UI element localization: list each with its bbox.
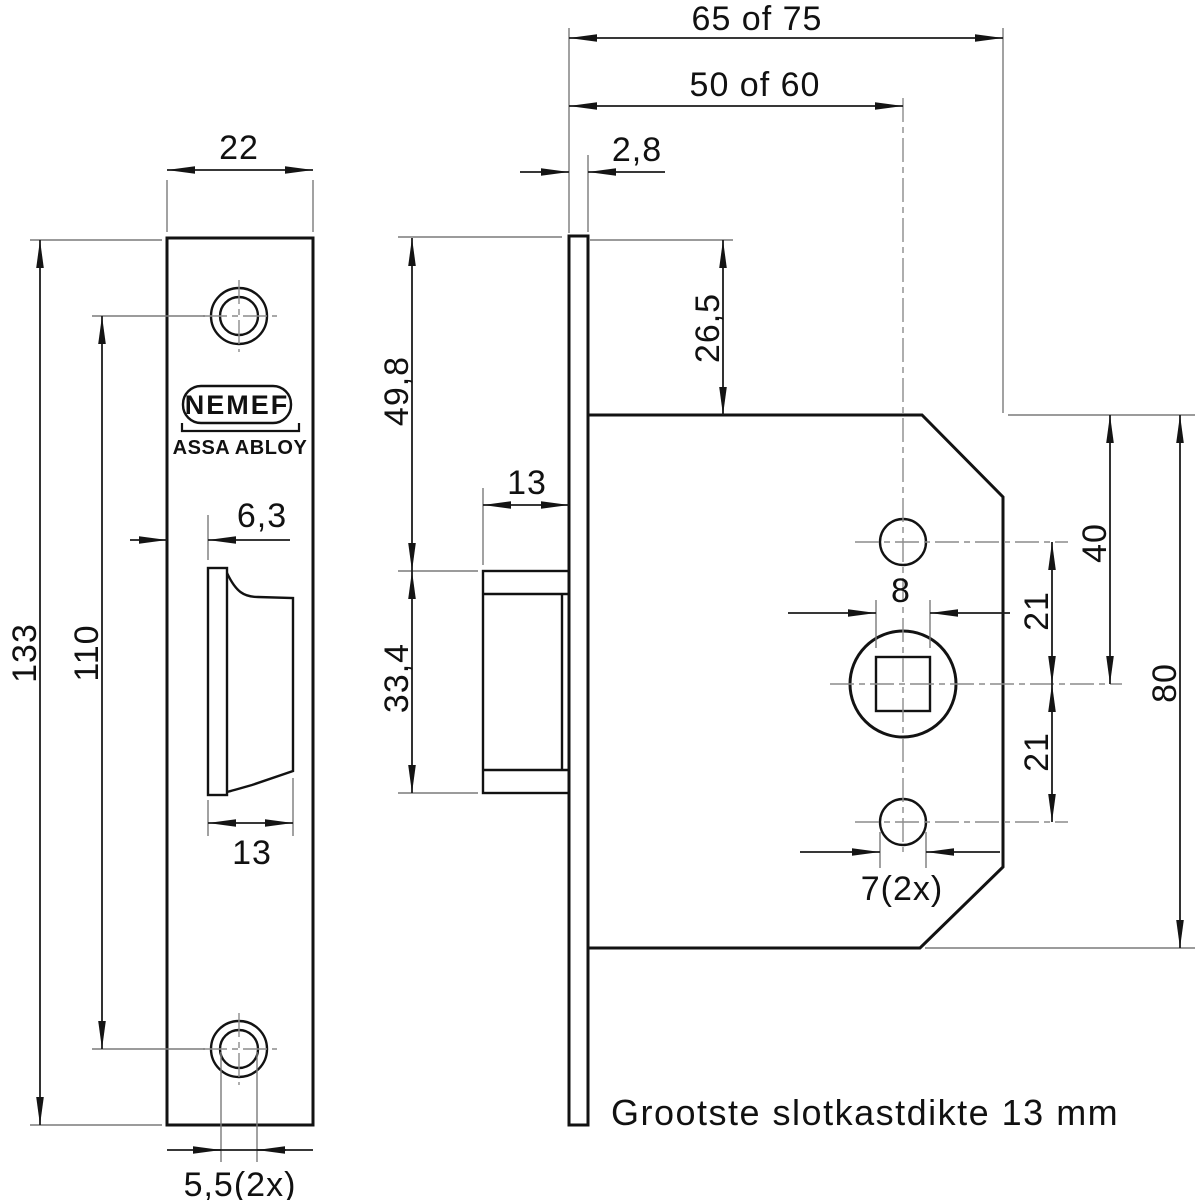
dim-case-top-to-spindle: 40 — [1076, 523, 1114, 563]
latch-face-strip — [206, 566, 229, 797]
latch-body-profile — [225, 572, 295, 794]
dim-case-top-offset: 26,5 — [689, 293, 727, 363]
dim-latch-case-height: 33,4 — [378, 643, 416, 713]
dim-latch-width-front: 13 — [232, 834, 272, 872]
brand-group: ASSA ABLOY — [173, 437, 308, 459]
plate-side-outline — [567, 234, 590, 1127]
faceplate-outline — [165, 236, 315, 1127]
dim-case-height: 80 — [1146, 663, 1184, 703]
logo-underline — [180, 423, 301, 433]
note-max-case-thickness: Grootste slotkastdikte 13 mm — [611, 1092, 1119, 1133]
faceplate-front-view: NEMEF ASSA ABLOY — [165, 236, 315, 1127]
brand-logo: NEMEF ASSA ABLOY — [173, 384, 308, 459]
dimension-labels: 22 133 110 6,3 13 5,5(2x) 13 49,8 33,4 2… — [6, 0, 1184, 1200]
dim-case-hole-dia: 7(2x) — [861, 870, 943, 908]
latch-case-outline — [481, 569, 571, 795]
dim-screw-hole-dia: 5,5(2x) — [184, 1166, 297, 1200]
faceplate-side-view — [481, 234, 590, 1127]
latch-bolt-front — [206, 566, 295, 797]
logo-stadium-outline — [181, 384, 293, 425]
lock-body-outline — [588, 413, 1005, 950]
brand-name: NEMEF — [185, 390, 290, 420]
dim-total-depth: 65 of 75 — [692, 0, 823, 38]
dim-plate-height: 133 — [6, 623, 44, 683]
dim-backset: 50 of 60 — [690, 66, 821, 104]
screw-hole-top — [203, 280, 277, 352]
dim-plate-thickness: 2,8 — [612, 131, 662, 169]
screw-hole-bottom — [203, 1013, 277, 1085]
dim-screw-hole-spacing: 110 — [68, 624, 106, 681]
dim-plate-width: 22 — [219, 129, 259, 167]
lock-body-view — [588, 98, 1122, 950]
dim-plate-top-to-latch: 49,8 — [378, 356, 416, 426]
dim-hole-to-spindle-lower: 21 — [1018, 732, 1056, 772]
dimension-lines — [36, 34, 1184, 1154]
dim-hole-to-spindle-upper: 21 — [1018, 591, 1056, 631]
dim-spindle-square: 8 — [891, 572, 911, 610]
extension-lines — [30, 28, 1195, 1162]
dim-latch-depth-side: 13 — [507, 464, 547, 502]
latch-case-side — [481, 569, 571, 795]
dim-latch-protrusion: 6,3 — [237, 497, 287, 535]
